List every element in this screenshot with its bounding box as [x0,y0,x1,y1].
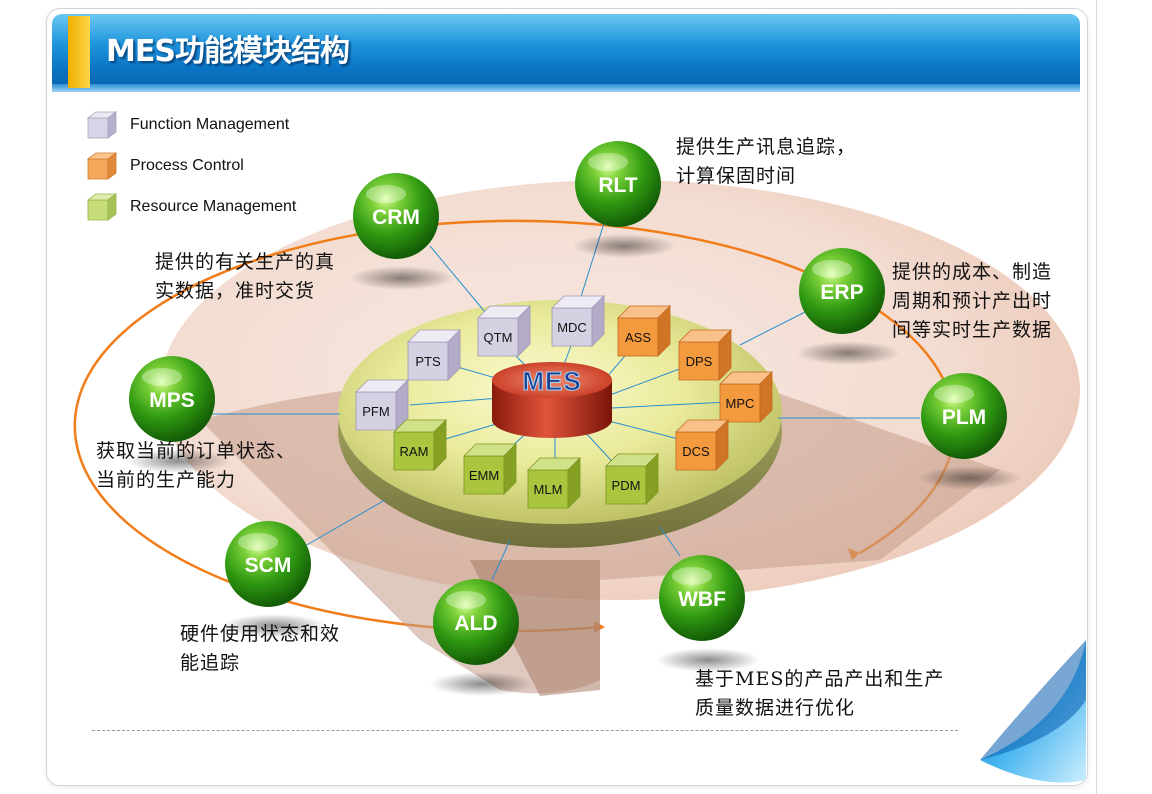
system-label-ald: ALD [454,612,497,635]
system-label-crm: CRM [372,206,420,229]
note-mps-line-2: 当前的生产能力 [96,466,296,495]
note-rlt-line-1: 提供生产讯息追踪， [676,133,856,162]
system-label-plm: PLM [942,406,986,429]
system-ball-ald: ALD [433,579,519,665]
note-mps: 获取当前的订单状态、 当前的生产能力 [96,437,296,495]
legend-item-function: Function Management [86,110,289,140]
mes-core-label: MES [522,366,581,396]
module-label-ass: ASS [625,330,651,345]
module-label-mpc: MPC [726,396,755,411]
legend-label-resource: Resource Management [130,198,296,216]
note-scm-line-1: 硬件使用状态和效 [180,620,340,649]
module-cube-mdc: MDC [552,296,604,346]
module-label-mlm: MLM [534,482,563,497]
module-cube-emm: EMM [464,444,516,494]
note-scm: 硬件使用状态和效 能追踪 [180,620,340,678]
system-ball-plm: PLM [921,373,1007,459]
module-cube-ram: RAM [394,420,446,470]
legend-cube-resource-icon [86,192,118,222]
note-crm-line-2: 实数据，准时交货 [155,277,335,306]
note-erp: 提供的成本、制造 周期和预计产出时 间等实时生产数据 [892,258,1052,345]
system-ball-rlt: RLT [575,141,661,227]
note-erp-line-2: 周期和预计产出时 [892,287,1052,316]
system-label-rlt: RLT [598,174,637,197]
system-ball-erp: ERP [799,248,885,334]
legend-item-process: Process Control [86,151,244,181]
module-cube-dps: DPS [679,330,731,380]
module-label-mdc: MDC [557,320,587,335]
module-cube-qtm: QTM [478,306,530,356]
module-label-qtm: QTM [484,330,513,345]
note-wbf: 基于MES的产品产出和生产 质量数据进行优化 [695,665,944,723]
system-label-erp: ERP [820,281,863,304]
ball-shadow-erp [796,341,900,365]
system-ball-wbf: WBF [659,555,745,641]
legend-label-function: Function Management [130,116,289,134]
system-ball-mps: MPS [129,356,215,442]
note-rlt: 提供生产讯息追踪， 计算保固时间 [676,133,856,191]
mes-core: MES [492,362,612,438]
system-label-scm: SCM [245,554,292,577]
module-cube-dcs: DCS [676,420,728,470]
module-label-pfm: PFM [362,404,389,419]
module-label-dps: DPS [686,354,713,369]
system-label-mps: MPS [149,389,195,412]
ball-shadow-plm [918,466,1022,490]
legend-cube-function-icon [86,110,118,140]
note-rlt-line-2: 计算保固时间 [676,162,856,191]
module-cube-ass: ASS [618,306,670,356]
note-crm-line-1: 提供的有关生产的真 [155,248,335,277]
note-wbf-line-2: 质量数据进行优化 [695,694,944,723]
note-wbf-line-1: 基于MES的产品产出和生产 [695,665,944,694]
note-scm-line-2: 能追踪 [180,649,340,678]
note-erp-line-3: 间等实时生产数据 [892,316,1052,345]
system-ball-crm: CRM [353,173,439,259]
note-erp-line-1: 提供的成本、制造 [892,258,1052,287]
module-label-pdm: PDM [612,478,641,493]
module-label-dcs: DCS [682,444,710,459]
module-cube-pts: PTS [408,330,460,380]
legend-label-process: Process Control [130,157,244,175]
system-label-wbf: WBF [678,588,726,611]
module-cube-mlm: MLM [528,458,580,508]
module-label-pts: PTS [415,354,441,369]
legend-item-resource: Resource Management [86,192,296,222]
ball-shadow-rlt [572,234,676,258]
module-label-emm: EMM [469,468,499,483]
module-label-ram: RAM [400,444,429,459]
note-crm: 提供的有关生产的真 实数据，准时交货 [155,248,335,306]
legend-cube-process-icon [86,151,118,181]
module-cube-pdm: PDM [606,454,658,504]
bottom-dotted-rule [92,730,958,731]
system-ball-scm: SCM [225,521,311,607]
module-cube-pfm: PFM [356,380,408,430]
ball-shadow-crm [350,266,454,290]
module-cube-mpc: MPC [720,372,772,422]
note-mps-line-1: 获取当前的订单状态、 [96,437,296,466]
ball-shadow-ald [430,672,534,696]
